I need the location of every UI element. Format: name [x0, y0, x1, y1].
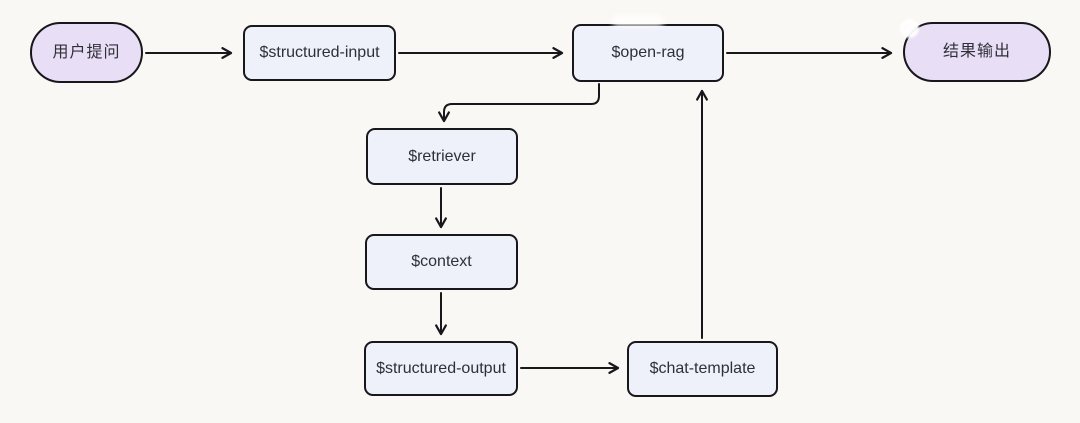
node-user-question[interactable]: 用户提问	[30, 22, 143, 83]
node-structured-output[interactable]: $structured-output	[364, 341, 518, 396]
node-structured-input[interactable]: $structured-input	[243, 25, 396, 81]
node-retriever[interactable]: $retriever	[366, 128, 518, 185]
node-structured-output-label: $structured-output	[376, 359, 506, 377]
node-chat-template[interactable]: $chat-template	[627, 341, 778, 397]
node-structured-input-label: $structured-input	[259, 44, 380, 61]
node-context[interactable]: $context	[365, 234, 518, 290]
node-retriever-label: $retriever	[408, 147, 476, 165]
node-result-output[interactable]: 结果输出	[903, 22, 1051, 82]
node-user-question-label: 用户提问	[52, 43, 121, 61]
node-open-rag-label: $open-rag	[611, 44, 685, 61]
node-context-label: $context	[411, 253, 472, 270]
node-result-output-label: 结果输出	[942, 43, 1011, 60]
node-open-rag[interactable]: $open-rag	[572, 24, 724, 82]
node-chat-template-label: $chat-template	[649, 360, 756, 377]
edge-open-rag-to-retriever	[438, 83, 600, 123]
